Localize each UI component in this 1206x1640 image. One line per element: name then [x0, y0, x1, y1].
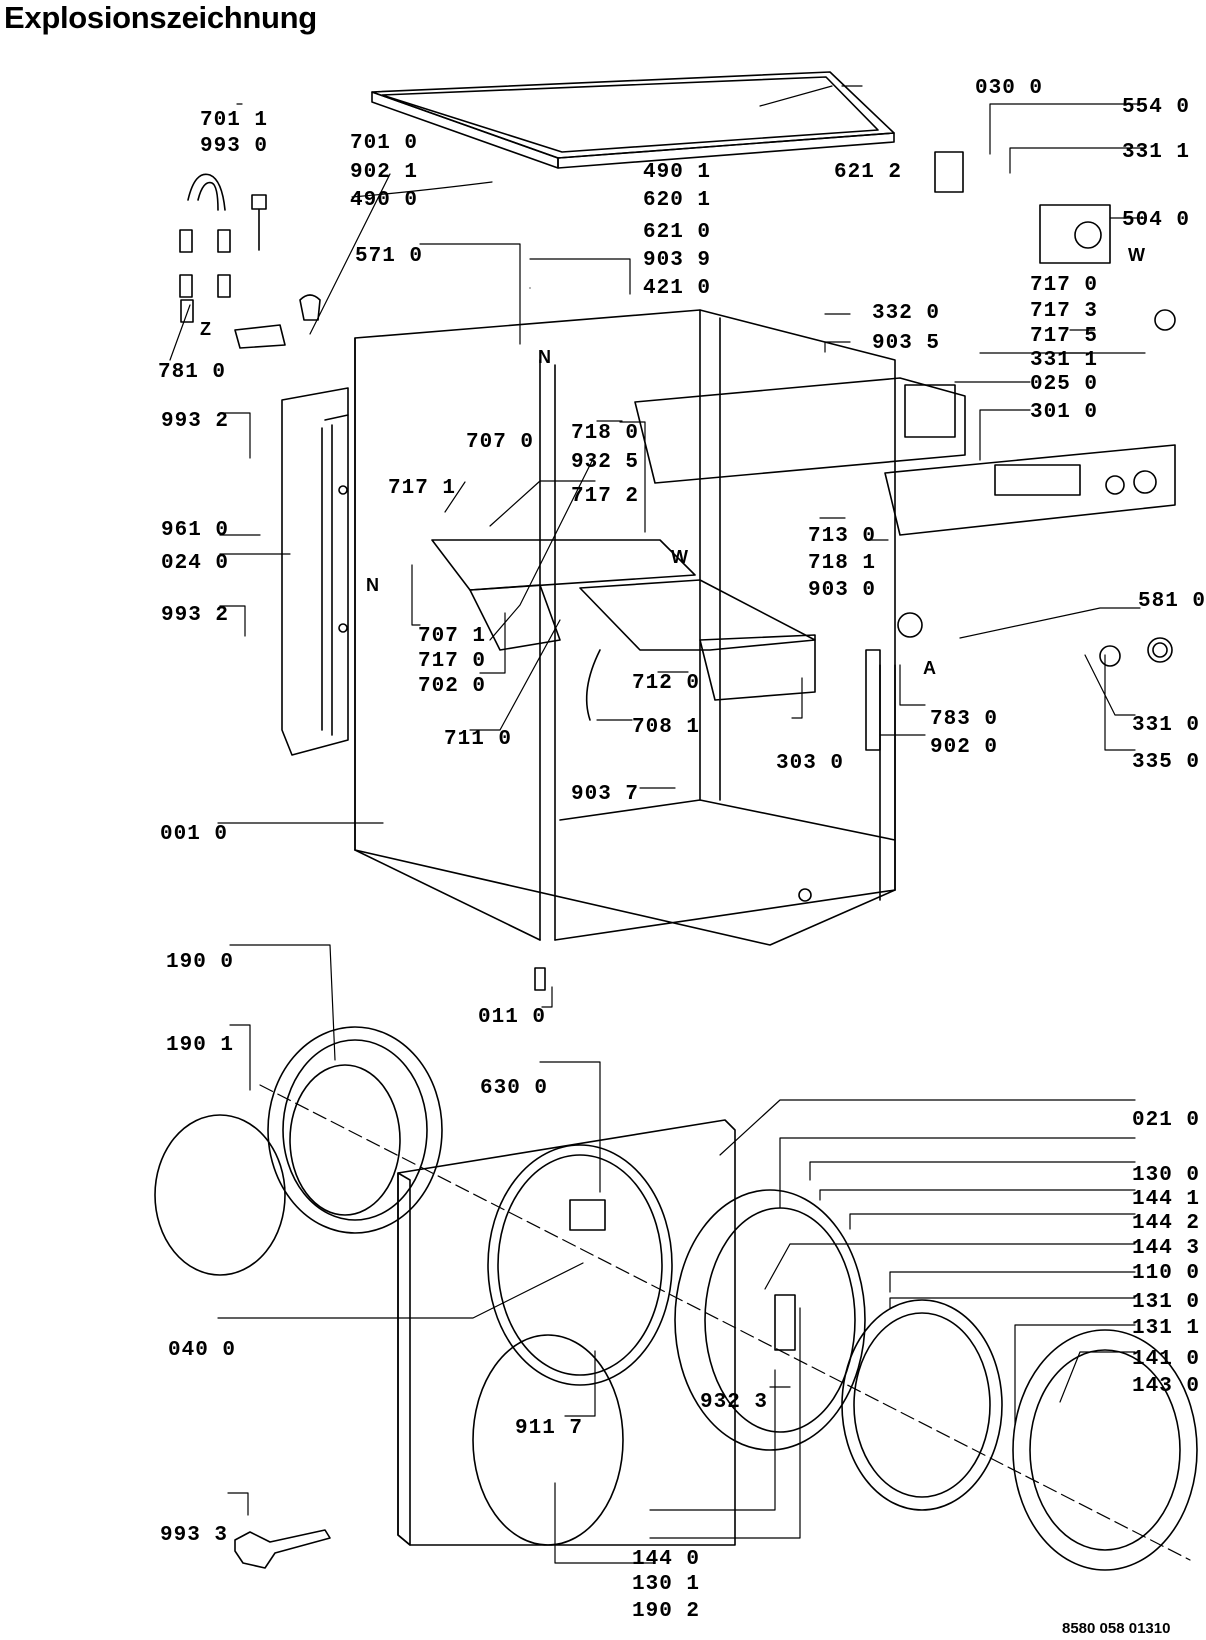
part-label: 554 0 [1122, 96, 1191, 119]
part-label: 331 1 [1122, 141, 1191, 164]
part-label: 902 1 [350, 161, 419, 184]
marker-letter: N [366, 575, 379, 595]
part-label: 110 0 [1132, 1262, 1201, 1285]
part-label: 490 0 [350, 189, 419, 212]
part-label: 040 0 [168, 1339, 237, 1362]
part-label: 335 0 [1132, 751, 1201, 774]
part-label: 011 0 [478, 1006, 547, 1029]
part-label: 717 3 [1030, 300, 1099, 323]
part-label: 993 2 [161, 410, 230, 433]
part-label: 701 1 [200, 109, 269, 132]
part-label: 713 0 [808, 525, 877, 548]
part-label: 712 0 [632, 672, 701, 695]
door-seal-part [154, 1026, 443, 1276]
part-label: 332 0 [872, 302, 941, 325]
part-label: 702 0 [418, 675, 487, 698]
part-label: 504 0 [1122, 209, 1191, 232]
part-label: 030 0 [975, 77, 1044, 100]
part-label: 717 2 [571, 485, 640, 508]
part-label: 303 0 [776, 752, 845, 775]
part-label: 190 0 [166, 951, 235, 974]
part-label: 707 1 [418, 625, 487, 648]
part-label: 932 3 [700, 1391, 769, 1414]
door-ring-part [674, 1189, 1198, 1571]
part-label: 781 0 [158, 361, 227, 384]
part-label: 190 2 [632, 1600, 701, 1623]
part-label: 718 0 [571, 422, 640, 445]
part-label: 025 0 [1030, 373, 1099, 396]
part-label: 717 0 [418, 650, 487, 673]
part-label: 707 0 [466, 431, 535, 454]
part-label: 021 0 [1132, 1109, 1201, 1132]
part-label: 961 0 [161, 519, 230, 542]
part-label: 903 5 [872, 332, 941, 355]
part-label: 490 1 [643, 161, 712, 184]
part-label: 001 0 [160, 823, 229, 846]
leader-lines [169, 85, 1146, 1564]
part-label: 571 0 [355, 245, 424, 268]
part-label: 717 5 [1030, 325, 1099, 348]
part-label: 620 1 [643, 189, 712, 212]
inlet-hoses-part [179, 173, 321, 349]
page-title: Explosionszeichnung [4, 0, 317, 35]
part-label: 630 0 [480, 1077, 549, 1100]
part-label: 331 0 [1132, 714, 1201, 737]
part-label: 144 3 [1132, 1237, 1201, 1260]
part-label: 144 1 [1132, 1188, 1201, 1211]
detergent-drawer-part [431, 539, 816, 721]
front-panel-part [397, 1119, 736, 1546]
marker-letter: A [923, 658, 936, 678]
top-cover-part [371, 71, 895, 169]
part-label: 581 0 [1138, 590, 1206, 613]
part-label: 143 0 [1132, 1375, 1201, 1398]
right-switch-parts [865, 151, 1176, 751]
marker-letter: N [538, 347, 551, 367]
back-panel-part [281, 387, 349, 756]
part-label: 024 0 [161, 552, 230, 575]
part-label: 301 0 [1030, 401, 1099, 424]
marker-letter: W [671, 547, 688, 567]
cabinet-body-part [354, 309, 896, 946]
marker-letter: Z [200, 319, 211, 339]
part-label: 331 1 [1030, 349, 1099, 372]
part-label: 783 0 [930, 708, 999, 731]
part-label: 708 1 [632, 716, 701, 739]
part-label: 993 0 [200, 135, 269, 158]
part-label: 621 0 [643, 221, 712, 244]
part-label: 718 1 [808, 552, 877, 575]
part-label: 932 5 [571, 451, 640, 474]
part-label: 701 0 [350, 132, 419, 155]
marker-letter: W [1128, 245, 1145, 265]
part-label: 144 0 [632, 1548, 701, 1571]
part-label: 131 1 [1132, 1317, 1201, 1340]
part-label: 621 2 [834, 161, 903, 184]
part-label: 717 1 [388, 477, 457, 500]
part-label: 993 3 [160, 1524, 229, 1547]
axis-lines [259, 1084, 1191, 1561]
part-label: 144 2 [1132, 1212, 1201, 1235]
part-label: 903 7 [571, 783, 640, 806]
part-label: 130 0 [1132, 1164, 1201, 1187]
part-label: 131 0 [1132, 1291, 1201, 1314]
part-label: 902 0 [930, 736, 999, 759]
document-number: 8580 058 01310 [1062, 1620, 1171, 1637]
part-label: 141 0 [1132, 1348, 1201, 1371]
part-label: 711 0 [444, 728, 513, 751]
part-label: 911 7 [515, 1417, 584, 1440]
part-label: 717 0 [1030, 274, 1099, 297]
part-label: 903 9 [643, 249, 712, 272]
control-panel-part [634, 377, 1176, 536]
service-tools-part [234, 967, 546, 1569]
part-label: 903 0 [808, 579, 877, 602]
part-label: 421 0 [643, 277, 712, 300]
part-label: 993 2 [161, 604, 230, 627]
part-label: 130 1 [632, 1573, 701, 1596]
part-label: 190 1 [166, 1034, 235, 1057]
